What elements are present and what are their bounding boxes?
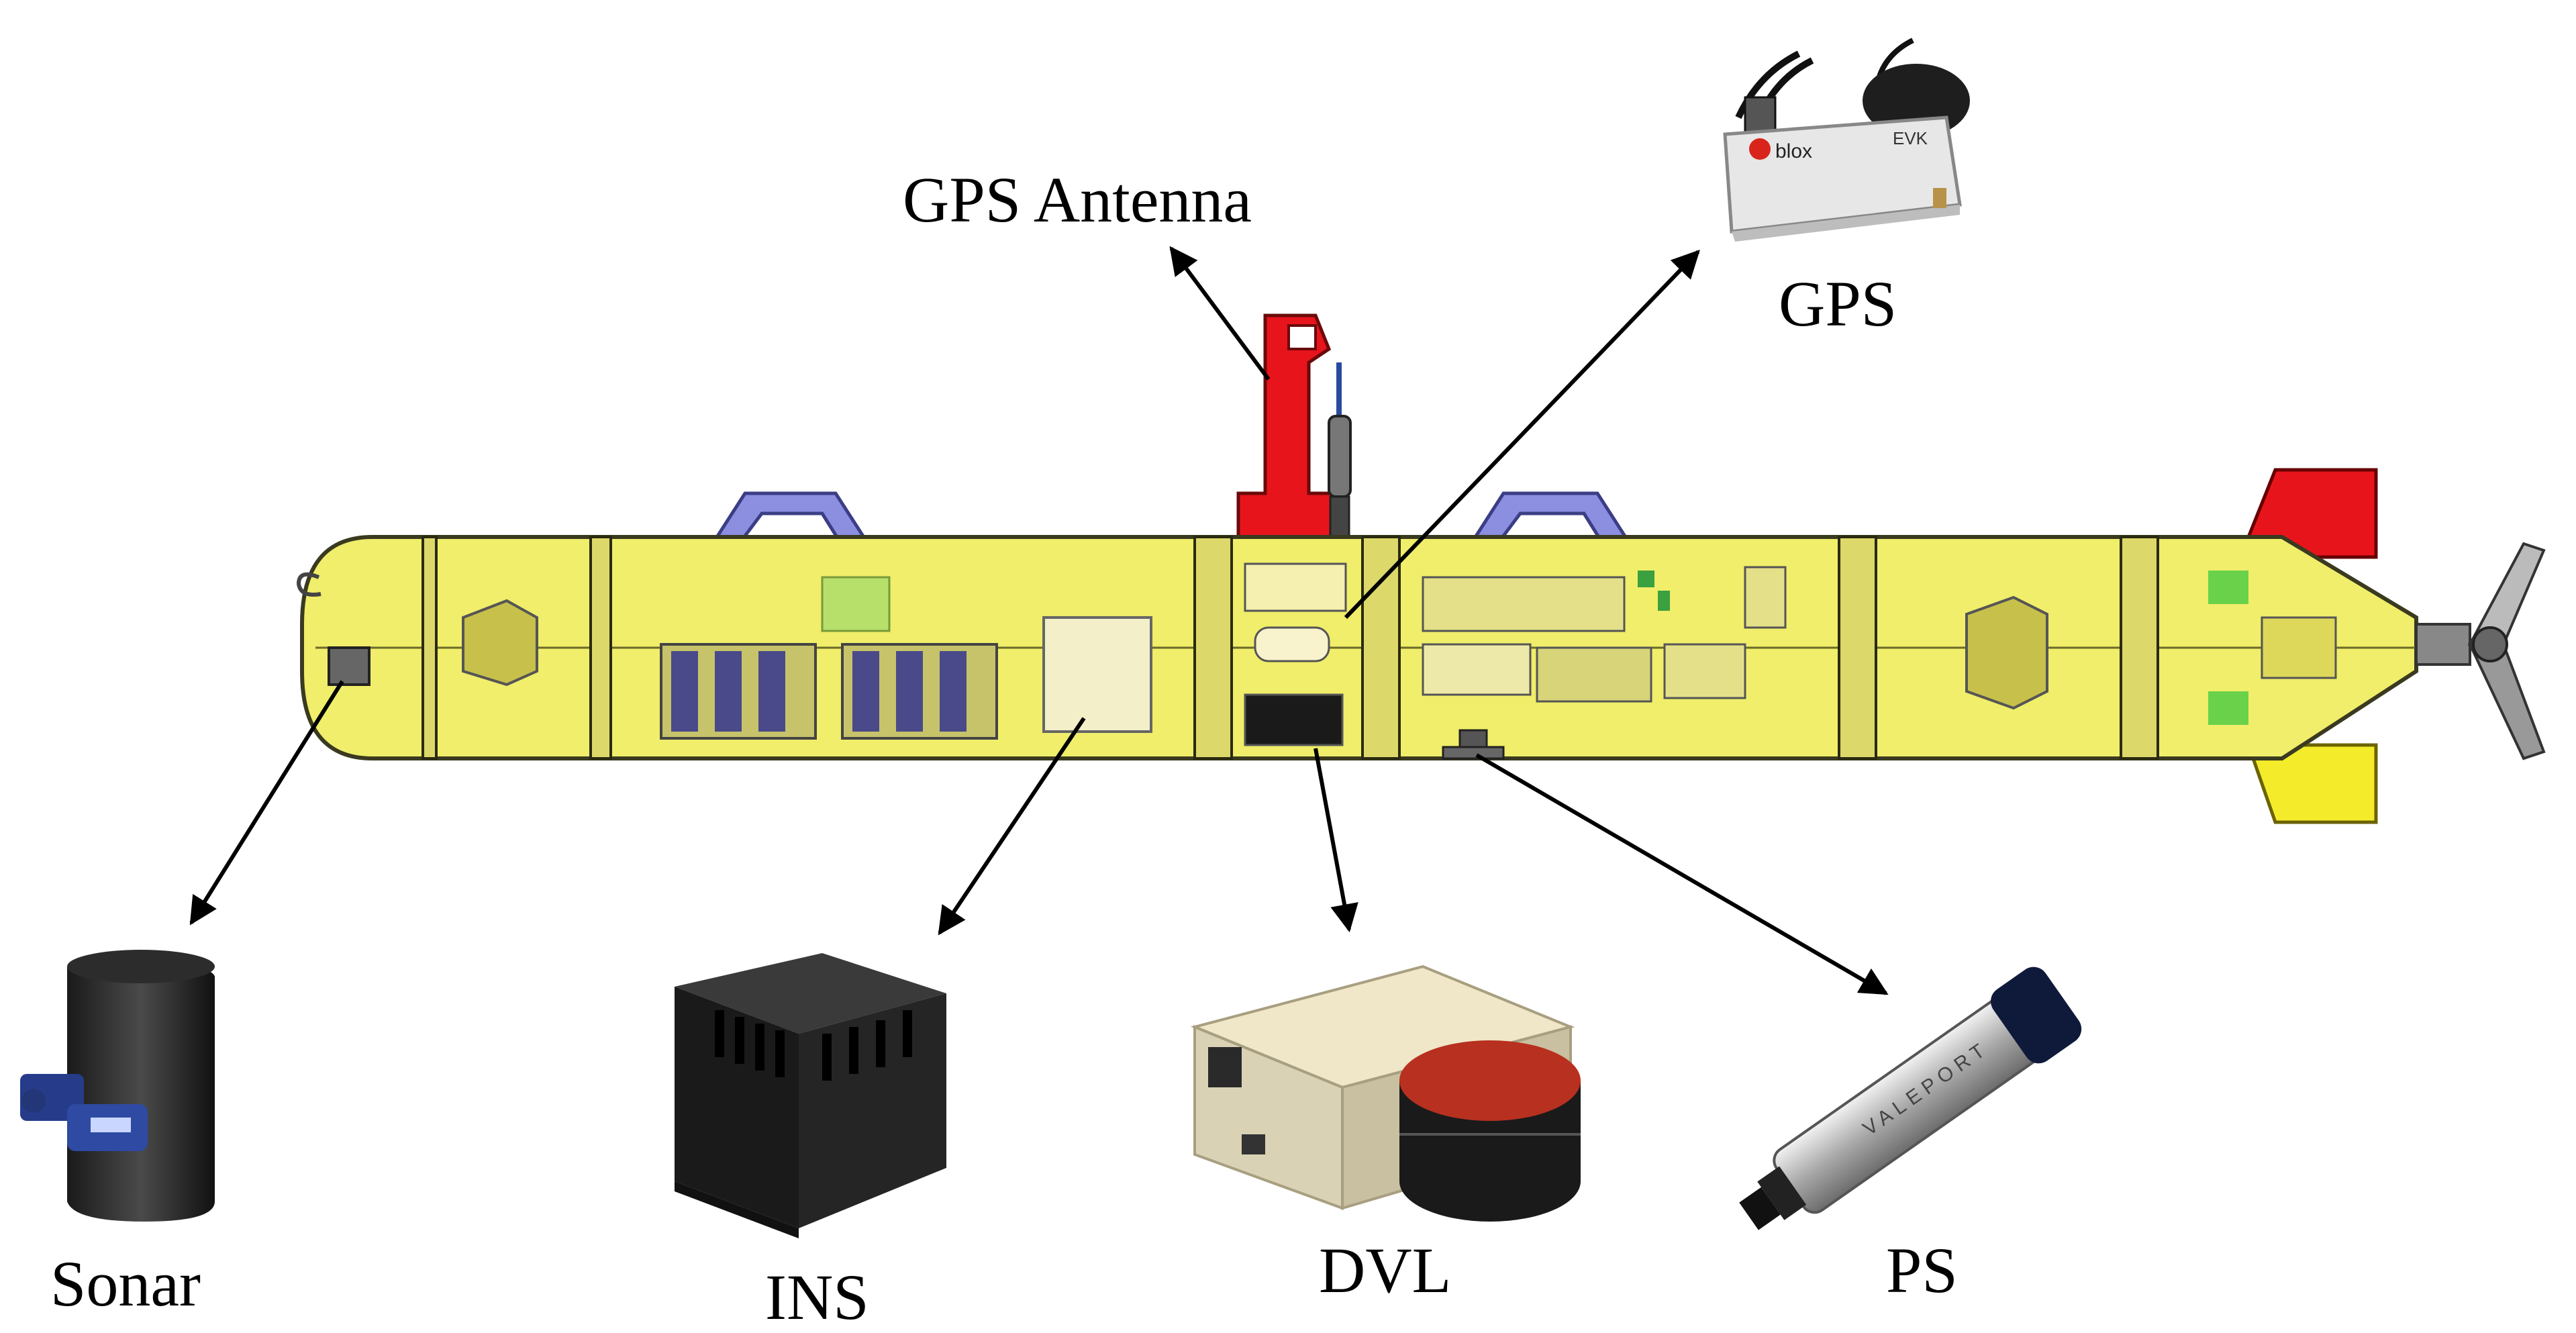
- hull-section-rings: [422, 536, 2159, 760]
- ps-port: [1458, 729, 1488, 748]
- label-dvl: DVL: [1319, 1234, 1452, 1306]
- label-ps: PS: [1886, 1234, 1958, 1306]
- pressure-sensor-image: VALEPORT: [1739, 967, 2082, 1230]
- label-sonar: Sonar: [50, 1248, 201, 1320]
- electronics-boards: [1422, 566, 1787, 703]
- aft-ballast: [1965, 595, 2048, 710]
- propeller: [2415, 542, 2546, 760]
- lower-tail-fin: [2246, 743, 2378, 824]
- tail-motor: [2208, 571, 2337, 725]
- arrow-gps: [1344, 249, 1700, 620]
- gps-antenna-mast: [1236, 313, 1352, 539]
- arrow-dvl: [1314, 748, 1358, 933]
- sonar-image: [20, 950, 215, 1222]
- arrow-ins: [938, 717, 1086, 936]
- arrow-ps: [1475, 753, 1889, 995]
- label-ins: INS: [765, 1261, 869, 1333]
- central-electronics: [1244, 562, 1347, 746]
- gps-model-text: EVK: [1893, 128, 1928, 148]
- gps-receiver-image: blox EVK: [1723, 38, 1970, 242]
- auv-vehicle: [296, 313, 2546, 824]
- gps-brand-text: blox: [1775, 140, 1812, 162]
- leader-arrows: [189, 246, 1889, 995]
- arrow-gps-antenna: [1169, 246, 1271, 381]
- label-gps: GPS: [1779, 268, 1897, 340]
- battery-packs: [660, 576, 998, 740]
- rear-lifting-handle: [1470, 491, 1631, 542]
- arrow-sonar: [189, 680, 344, 926]
- ins-housing: [1042, 616, 1152, 733]
- ins-image: [675, 953, 946, 1238]
- dvl-image: [1190, 965, 1581, 1222]
- front-lifting-handle: [711, 491, 869, 542]
- fore-ballast: [462, 599, 538, 687]
- label-gps-antenna: GPS Antenna: [903, 164, 1252, 236]
- sonar-port: [328, 646, 370, 686]
